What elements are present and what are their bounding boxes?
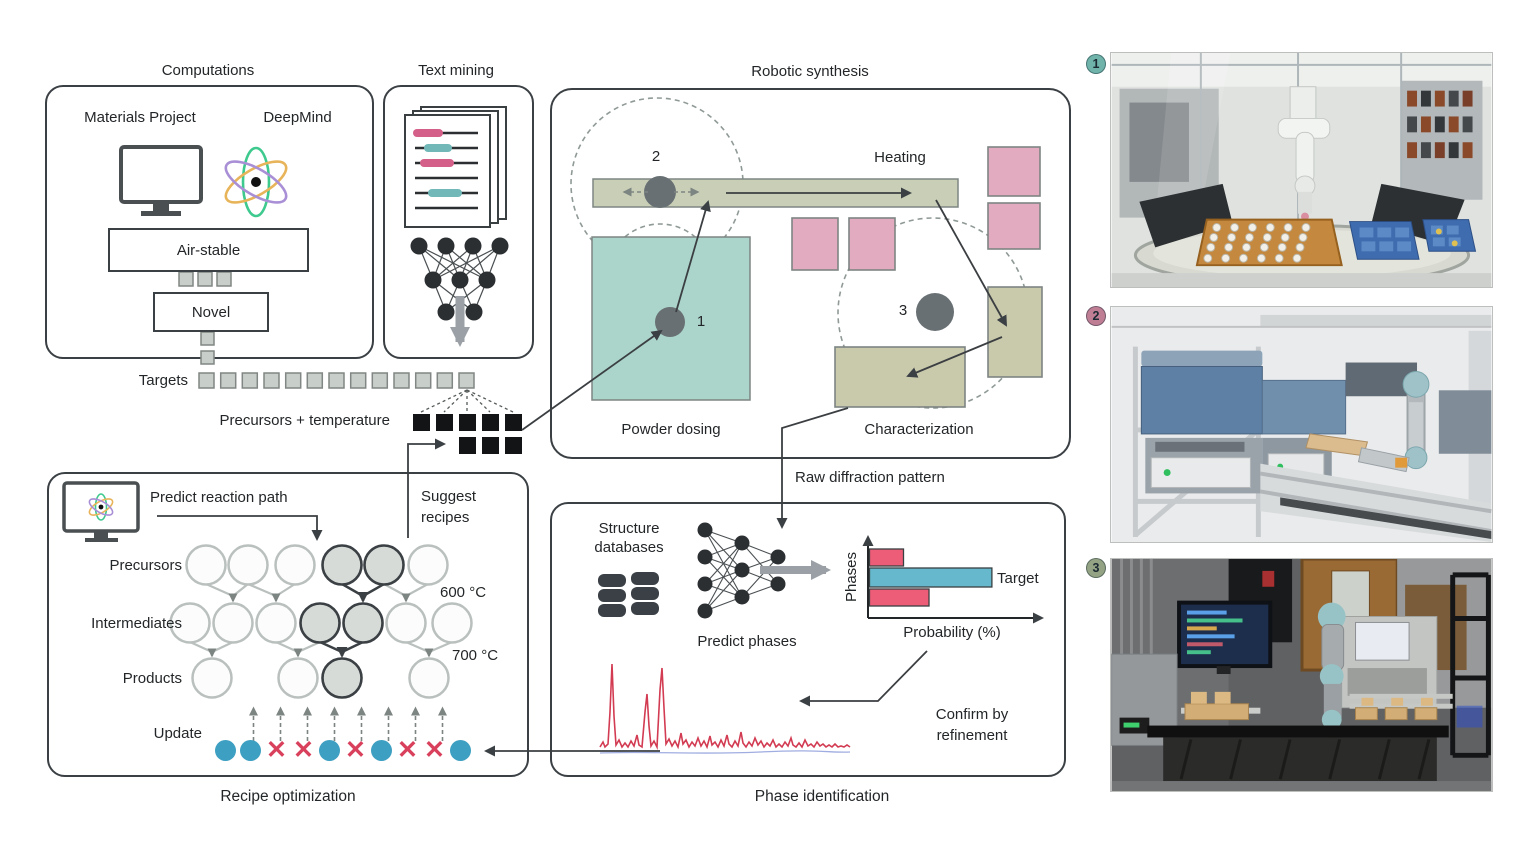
temperature-600-label: 600 °C bbox=[440, 584, 487, 601]
photo-furnace-line bbox=[1110, 306, 1493, 543]
phases-axis-label: Phases bbox=[843, 551, 860, 603]
photo-3-graphic bbox=[1111, 559, 1492, 791]
photo-2-graphic bbox=[1111, 307, 1492, 542]
station-1-label: 1 bbox=[696, 313, 706, 330]
photo-1-graphic bbox=[1111, 53, 1492, 287]
robotic-synthesis-panel bbox=[550, 88, 1071, 459]
success-dot bbox=[215, 740, 236, 761]
novel-filter: Novel bbox=[153, 292, 269, 332]
row-intermediates-label: Intermediates bbox=[91, 615, 182, 632]
robotic-synthesis-title: Robotic synthesis bbox=[751, 63, 869, 80]
structure-databases-label: Structure databases bbox=[594, 520, 664, 556]
photo-xrd-station bbox=[1110, 558, 1493, 792]
row-precursors-label: Precursors bbox=[109, 557, 182, 574]
fail-x-icon: ✕ bbox=[293, 736, 314, 764]
recipe-squares-fan bbox=[413, 389, 522, 454]
temperature-700-label: 700 °C bbox=[452, 647, 499, 664]
confirm-refinement-label: Confirm by refinement bbox=[935, 706, 1009, 744]
fail-x-icon: ✕ bbox=[266, 736, 287, 764]
computations-title: Computations bbox=[161, 62, 255, 79]
materials-project-label: Materials Project bbox=[84, 109, 196, 126]
predict-phases-label: Predict phases bbox=[697, 633, 797, 650]
fail-x-icon: ✕ bbox=[424, 736, 445, 764]
station-2-label: 2 bbox=[651, 148, 661, 165]
powder-dosing-label: Powder dosing bbox=[621, 421, 721, 438]
suggest-recipes-label: Suggest recipes bbox=[421, 488, 477, 526]
success-dot bbox=[240, 740, 261, 761]
text-mining-panel bbox=[383, 85, 534, 359]
predict-reaction-path-label: Predict reaction path bbox=[150, 489, 288, 506]
recipe-optimization-caption: Recipe optimization bbox=[220, 788, 356, 805]
robot-arm-1 bbox=[1277, 86, 1331, 221]
recipe-optimization-panel bbox=[47, 472, 529, 777]
photo-1-badge: 1 bbox=[1086, 54, 1106, 74]
photo-2-badge: 2 bbox=[1086, 306, 1106, 326]
targets-squares bbox=[198, 372, 475, 389]
text-mining-title: Text mining bbox=[418, 62, 494, 79]
photo-robot-enclosure bbox=[1110, 52, 1493, 288]
fail-x-icon: ✕ bbox=[345, 736, 366, 764]
success-dot bbox=[371, 740, 392, 761]
target-bar-label: Target bbox=[997, 570, 1039, 587]
air-stable-filter: Air-stable bbox=[108, 228, 309, 272]
precursors-temperature-label: Precursors + temperature bbox=[219, 412, 391, 429]
characterization-label: Characterization bbox=[864, 421, 974, 438]
photo-3-badge: 3 bbox=[1086, 558, 1106, 578]
update-label: Update bbox=[153, 725, 202, 742]
raw-diffraction-label: Raw diffraction pattern bbox=[795, 469, 945, 486]
robot-arm-2 bbox=[1357, 370, 1430, 473]
probability-axis-label: Probability (%) bbox=[903, 624, 1001, 641]
update-marks: ✕✕✕✕✕ bbox=[215, 736, 471, 764]
heating-label: Heating bbox=[874, 149, 926, 166]
row-products-label: Products bbox=[122, 670, 182, 687]
fail-x-icon: ✕ bbox=[397, 736, 418, 764]
phase-identification-caption: Phase identification bbox=[754, 788, 890, 805]
success-dot bbox=[319, 740, 340, 761]
station-3-label: 3 bbox=[898, 302, 908, 319]
targets-label: Targets bbox=[138, 372, 188, 389]
deepmind-label: DeepMind bbox=[263, 109, 332, 126]
success-dot bbox=[450, 740, 471, 761]
